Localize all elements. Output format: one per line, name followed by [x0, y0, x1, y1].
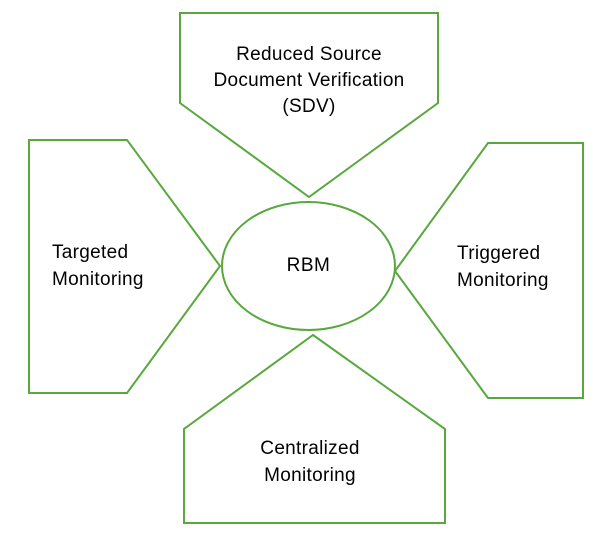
pentagon-bottom-centralized-shape — [183, 333, 446, 524]
pentagon-left-targeted-shape — [28, 139, 222, 394]
label-targeted-monitoring: Targeted Monitoring — [52, 239, 212, 293]
label-line: RBM — [286, 255, 331, 276]
label-line: Centralized — [260, 438, 360, 459]
label-rbm: RBM — [222, 252, 395, 279]
pentagon-right-triggered-shape — [393, 142, 584, 399]
label-line: Triggered — [457, 243, 541, 264]
label-line: Monitoring — [457, 270, 549, 291]
label-triggered-monitoring: Triggered Monitoring — [457, 240, 615, 294]
label-line: Targeted — [52, 242, 129, 263]
ellipse-rbm-shape — [221, 201, 396, 331]
label-line: Document Verification — [213, 70, 405, 91]
label-line: Reduced Source — [236, 44, 382, 65]
label-line: (SDV) — [282, 96, 336, 117]
label-line: Monitoring — [52, 269, 144, 290]
pentagon-top-sdv-shape — [179, 12, 439, 199]
label-reduced-sdv: Reduced Source Document Verification (SD… — [180, 42, 438, 120]
label-centralized-monitoring: Centralized Monitoring — [180, 435, 440, 489]
label-line: Monitoring — [264, 465, 356, 486]
